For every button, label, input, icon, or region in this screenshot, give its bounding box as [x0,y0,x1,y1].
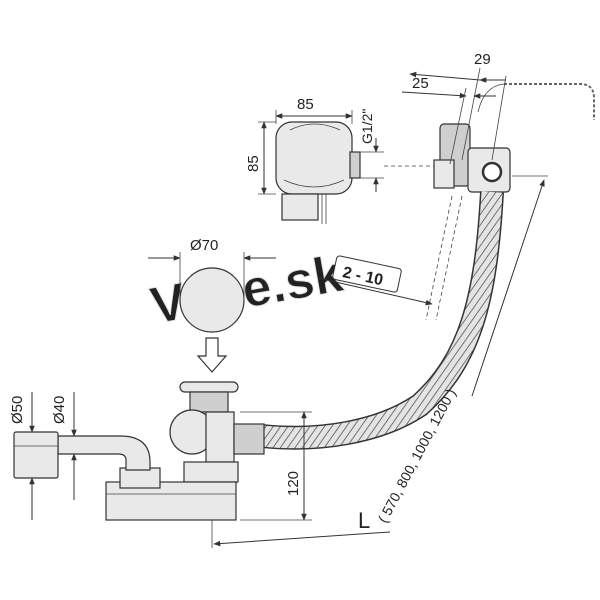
dim-25 [401,87,496,165]
corrugated-hose [260,191,504,450]
down-arrow-icon [196,337,228,373]
dim-120 [240,411,312,521]
waste-trap [13,381,265,521]
length-symbol: L [358,508,370,533]
dim-25-label: 25 [412,75,429,92]
dim-2-10 [317,195,463,321]
dim-diam70-label: Ø70 [190,237,218,254]
dim-120-label: 120 [285,471,302,496]
dim-85-height-label: 85 [245,155,262,172]
dim-85-height [258,121,276,195]
dim-diam40-label: Ø40 [51,396,68,424]
dim-29 [409,67,507,161]
dim-thread [360,138,384,192]
dim-85-width-label: 85 [297,96,314,113]
dim-length [211,175,548,548]
overflow-head [275,121,361,224]
dim-diam50-label: Ø50 [9,396,26,424]
drain-plug-top [148,252,276,333]
thread-label: G1/2" [359,109,375,144]
dim-29-label: 29 [474,51,491,68]
watermark-text: Vane.sk [146,245,347,336]
overflow-fitting [384,83,595,193]
